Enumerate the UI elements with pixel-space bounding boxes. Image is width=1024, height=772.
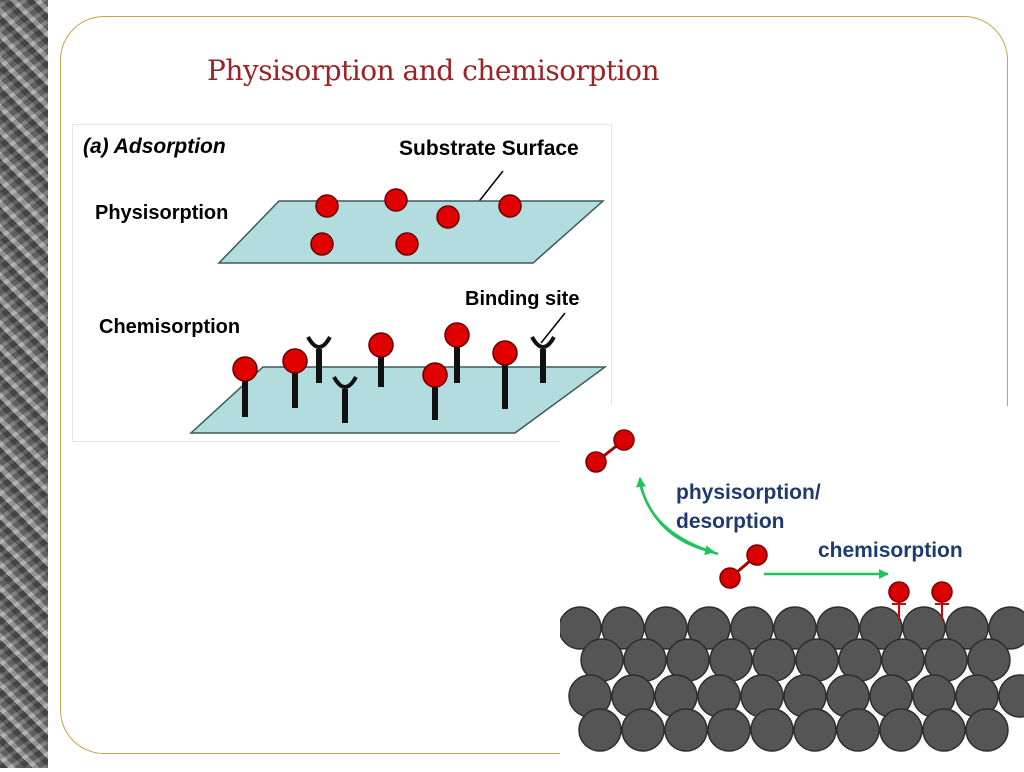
adsorbate-molecule — [498, 194, 522, 218]
substrate-atom — [945, 606, 989, 650]
occupied-binding-site — [368, 332, 394, 387]
physisorbed-molecule — [719, 544, 768, 589]
substrate-atom — [621, 708, 665, 752]
substrate-atom — [578, 708, 622, 752]
chemisorption-label: Chemisorption — [99, 316, 240, 338]
empty-binding-site — [332, 375, 358, 423]
physisorbed-molecules — [310, 188, 522, 256]
substrate-atom — [730, 606, 774, 650]
binding-site-pointer-line — [540, 312, 566, 344]
substrate-atom — [750, 708, 794, 752]
occupied-binding-site — [492, 340, 518, 409]
substrate-atom — [965, 708, 1009, 752]
substrate-atom — [922, 708, 966, 752]
slide-title: Physisorption and chemisorption — [207, 54, 660, 87]
occupied-binding-site — [282, 348, 308, 408]
empty-binding-site — [530, 335, 556, 383]
substrate-atom — [644, 606, 688, 650]
substrate-atom — [859, 606, 903, 650]
substrate-atom — [793, 708, 837, 752]
empty-binding-site — [306, 335, 332, 383]
occupied-binding-site — [232, 356, 258, 417]
substrate-atom-layers — [558, 606, 1024, 752]
substrate-atom — [998, 674, 1024, 718]
adsorbate-molecule — [384, 188, 408, 212]
figure-heading: (a) Adsorption — [83, 135, 226, 158]
adsorbate-molecule — [310, 232, 334, 256]
occupied-binding-site — [422, 362, 448, 420]
adsorbate-molecule — [395, 232, 419, 256]
gas-phase-molecule — [585, 429, 635, 473]
substrate-atom — [664, 708, 708, 752]
slide-frame — [60, 16, 1008, 754]
occupied-binding-site — [444, 322, 470, 383]
binding-site-label: Binding site — [465, 288, 579, 310]
substrate-atom — [687, 606, 731, 650]
adsorbate-molecule — [315, 194, 339, 218]
surface-reaction-diagram: physisorption/ desorption chemisorption — [558, 429, 1024, 752]
substrate-atom — [902, 606, 946, 650]
binding-sites — [232, 322, 556, 423]
physisorption-label: Physisorption — [95, 202, 228, 224]
substrate-atom — [879, 708, 923, 752]
physisorption-desorption-label: physisorption/ — [676, 481, 821, 504]
physisorption-arrow — [638, 483, 715, 556]
chemisorption-process-label: chemisorption — [818, 539, 963, 562]
substrate-atom — [816, 606, 860, 650]
desorption-label: desorption — [676, 510, 785, 533]
chemisorbed-atoms — [888, 581, 953, 620]
decorative-texture-strip — [0, 0, 48, 768]
substrate-atom — [601, 606, 645, 650]
surface-reaction-figure: physisorption/ desorption chemisorption — [558, 406, 1024, 768]
adsorbate-molecule — [436, 205, 460, 229]
adsorption-diagram: (a) Adsorption Substrate Surface Physiso… — [83, 135, 608, 434]
substrate-atom — [773, 606, 817, 650]
substrate-surface-label: Substrate Surface — [399, 137, 579, 160]
substrate-atom — [707, 708, 751, 752]
substrate-atom — [836, 708, 880, 752]
substrate-atom — [988, 606, 1024, 650]
adsorption-figure: (a) Adsorption Substrate Surface Physiso… — [72, 124, 612, 442]
